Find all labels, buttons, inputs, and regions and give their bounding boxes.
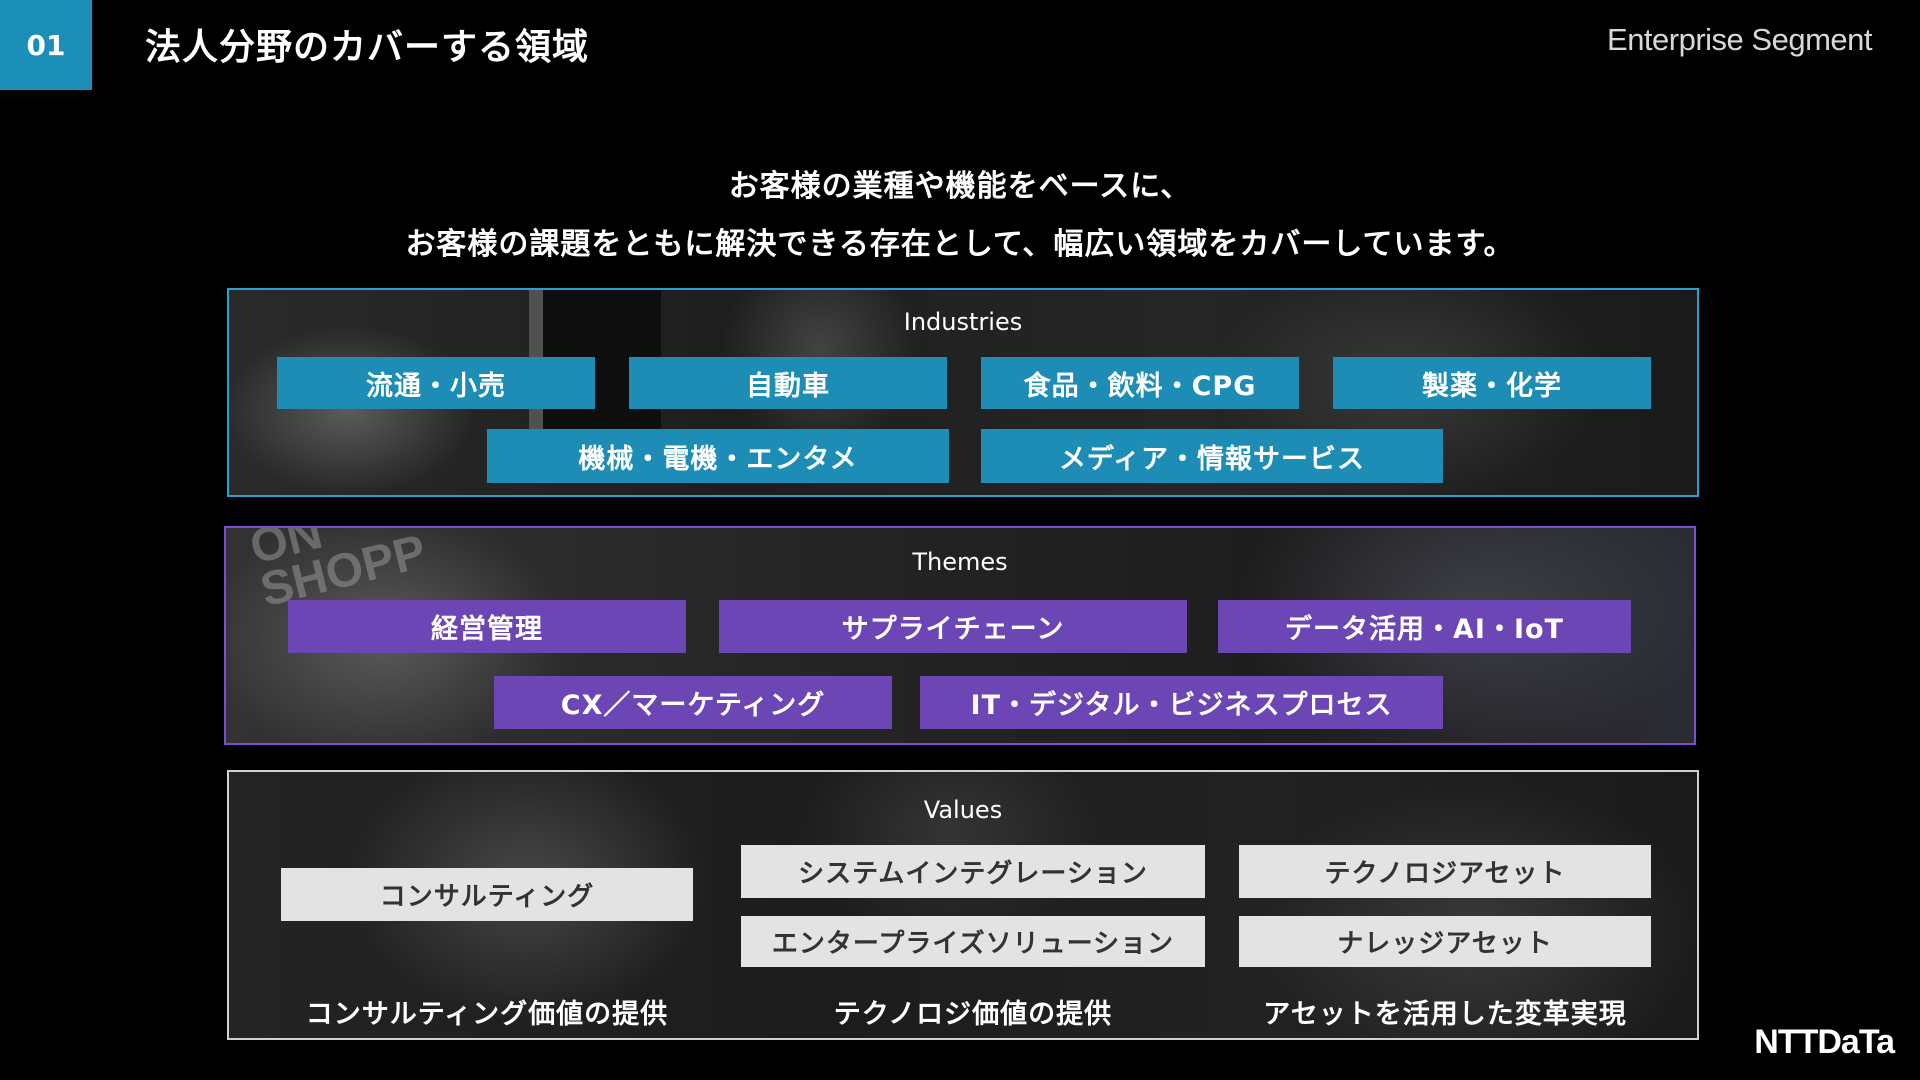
page-title: 法人分野のカバーする領域 [145, 18, 589, 70]
theme-chip-supply-chain: サプライチェーン [719, 600, 1187, 653]
value-chip-consulting: コンサルティング [281, 868, 693, 921]
industry-chip-automotive: 自動車 [629, 357, 947, 409]
industry-chip-pharma-chemical: 製薬・化学 [1333, 357, 1651, 409]
theme-chip-it-digital-bpo: IT・デジタル・ビジネスプロセス [920, 676, 1443, 729]
lead-line-2: お客様の課題をともに解決できる存在として、幅広い領域をカバーしています。 [0, 216, 1920, 274]
theme-chip-cx-marketing: CX／マーケティング [494, 676, 892, 729]
value-caption-consulting: コンサルティング価値の提供 [281, 992, 693, 1031]
lead-line-1: お客様の業種や機能をベースに、 [0, 158, 1920, 216]
industry-chip-food-beverage: 食品・飲料・CPG [981, 357, 1299, 409]
ntt-data-logo: NTTDaTa [1754, 1023, 1894, 1062]
industries-panel: Industries 流通・小売 自動車 食品・飲料・CPG 製薬・化学 機械・… [227, 288, 1699, 497]
value-caption-technology: テクノロジ価値の提供 [741, 992, 1205, 1031]
theme-chip-management: 経営管理 [288, 600, 686, 653]
industry-chip-media-info: メディア・情報サービス [981, 429, 1443, 483]
values-title: Values [229, 796, 1697, 824]
industry-chip-retail: 流通・小売 [277, 357, 595, 409]
value-chip-enterprise-solution: エンタープライズソリューション [741, 916, 1205, 967]
themes-title: Themes [226, 548, 1694, 576]
value-chip-system-integration: システムインテグレーション [741, 845, 1205, 898]
value-chip-technology-asset: テクノロジアセット [1239, 845, 1651, 898]
segment-label: Enterprise Segment [1607, 22, 1872, 58]
value-caption-asset: アセットを活用した変革実現 [1219, 992, 1671, 1031]
page-number-badge: 01 [0, 0, 92, 90]
theme-chip-data-ai-iot: データ活用・AI・IoT [1218, 600, 1631, 653]
values-panel: Values コンサルティング システムインテグレーション エンタープライズソリ… [227, 770, 1699, 1040]
value-chip-knowledge-asset: ナレッジアセット [1239, 916, 1651, 967]
industries-title: Industries [229, 308, 1697, 336]
industry-chip-machinery-electronics: 機械・電機・エンタメ [487, 429, 949, 483]
lead-text: お客様の業種や機能をベースに、 お客様の課題をともに解決できる存在として、幅広い… [0, 158, 1920, 274]
